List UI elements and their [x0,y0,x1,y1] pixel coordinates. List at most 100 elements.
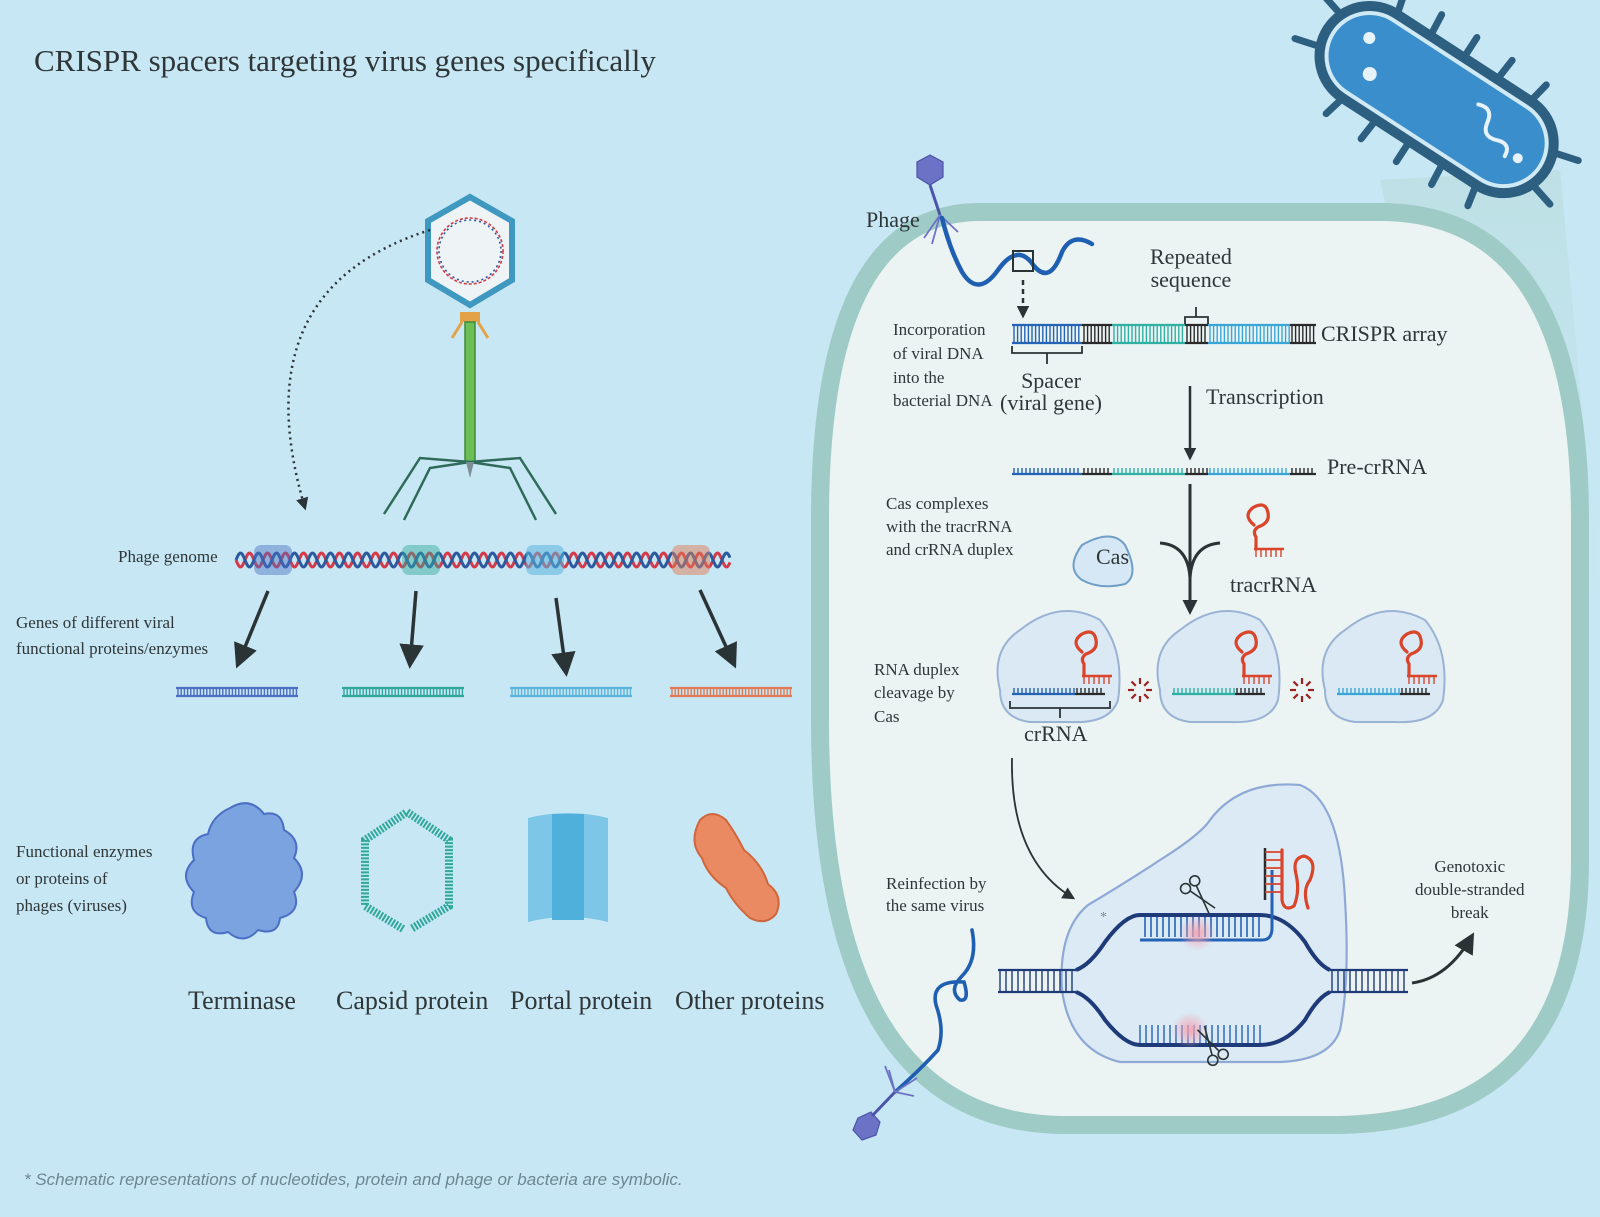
cas-complexes [996,610,1446,724]
capsid-shape [361,807,453,933]
break-label: Genotoxic double-stranded break [1415,856,1525,925]
spark-ray [1292,693,1299,700]
tracr-loop [1074,630,1098,678]
phage-t4-illustration [382,193,558,521]
cas-complex-2 [1321,610,1446,724]
proteins-label-line: phages (viruses) [16,896,127,916]
proteins-label-line: or proteins of [16,869,108,889]
cut-site-glow [1172,1012,1208,1048]
crrna-bracket [1009,701,1111,718]
repeated-sequence-line: Repeated [1150,244,1232,269]
spacer-label-line: (viral gene) [1000,390,1102,415]
cas-complex-label: Cas complexes with the tracrRNA and crRN… [886,493,1013,562]
tracrrna-glyph [1074,630,1112,684]
cas-complex-line: and crRNA duplex [886,539,1014,559]
phage-genome-helix [234,551,732,569]
protein-label-other: Other proteins [675,986,825,1015]
spark-icon [1290,678,1314,702]
transcription-label: Transcription [1206,384,1324,409]
tracr-loop [1399,630,1423,678]
scissors-icon-top [1179,875,1216,914]
phage-icon-reinfection [852,1065,918,1141]
crrna-to-target-arrow [1011,757,1076,900]
break-label-line: Genotoxic [1434,857,1506,876]
break-arrow [1411,932,1475,985]
target-strand-top [1075,913,1331,972]
target-strand-bottom [1075,990,1331,1047]
cleavage-label: RNA duplex cleavage by Cas [874,658,959,728]
incorporation-line: Incorporation [893,320,986,339]
page-title: CRISPR spacers targeting virus genes spe… [34,43,656,78]
cleavage-line: cleavage by [874,683,955,703]
repeat-bracket [1184,307,1209,324]
gene-highlight-other [672,545,710,575]
spark-icon [1128,678,1152,702]
portal-shape [528,813,608,922]
tracrrna-glyph [1246,503,1284,557]
genes-label-line: Genes of different viral [16,613,175,632]
spark-ray [1305,693,1312,700]
tracrrna-glyph [1234,630,1272,684]
phage-label: Phage [866,207,920,232]
incorporation-line: into the [893,367,945,387]
footnote: * Schematic representations of nucleotid… [24,1170,683,1189]
tracrrna-label: tracrRNA [1230,572,1317,597]
protein-label-terminase: Terminase [188,986,296,1015]
tracrrna-glyph [1399,630,1437,684]
proteins-label-line: Functional enzymes [16,842,153,861]
protein-label-portal: Portal protein [510,986,653,1015]
spacer-label: Spacer (viral gene) [1000,370,1102,414]
gene-highlight-portal [526,545,564,575]
terminase-shape [185,802,303,940]
gene-highlight-capsid [402,545,440,575]
cas-complex-line: Cas complexes [886,494,989,513]
break-label-line: double-stranded [1415,879,1525,899]
pre-crrna-label: Pre-crRNA [1327,454,1428,479]
gene-highlight-terminase [254,545,292,575]
cas-protein-shape [1072,535,1134,588]
bacterium-icon [1291,0,1582,210]
crispr-array-ladder [1012,323,1316,345]
spacer-selection-box [1012,250,1034,272]
tracrrna-target [1280,848,1315,910]
cut-site-glow [1179,915,1215,951]
cleavage-spark-icons [1128,678,1314,702]
reinfection-line: Reinfection by [886,874,987,893]
other-protein-shape [693,813,780,923]
spacer-bracket [1011,346,1083,364]
cleavage-line: Cas [874,706,900,726]
crispr-array-label: CRISPR array [1321,321,1448,346]
spark-ray [1305,680,1312,687]
phage-genome-label: Phage genome [118,547,218,566]
gene-arrows [234,589,737,677]
reinfection-line: the same virus [886,896,985,916]
break-label-line: break [1450,902,1489,922]
complex-merge-arrow [1159,484,1221,615]
pre-crrna-strand [1012,468,1316,476]
spark-ray [1130,693,1137,700]
asterisk-mark: * [1100,910,1107,925]
guide-rna-stem [1261,870,1274,942]
cas-complex-line: with the tracrRNA [886,516,1013,536]
spark-ray [1143,693,1150,700]
cas-complex-1 [1156,610,1281,724]
crrna-label: crRNA [1024,721,1088,746]
cas-label: Cas [1096,544,1129,569]
reinfection-label: Reinfection by the same virus [886,873,987,917]
repeated-sequence-label: Repeated sequence [1150,245,1232,291]
incorporation-line: bacterial DNA [893,391,993,411]
cas-complex-0 [996,610,1121,724]
incorporation-label: Incorporation of viral DNA into the bact… [893,318,993,413]
dotted-link-arrow [287,228,431,511]
cleavage-line: RNA duplex [874,660,960,679]
spacer-label-line: Spacer [1021,368,1081,393]
repeated-sequence-line: sequence [1150,267,1232,293]
helix-strand-blue [234,551,732,569]
gene-ladders [176,686,792,698]
tracr-loop [1246,503,1270,551]
incorporation-line: of viral DNA [893,343,984,363]
spark-ray [1130,680,1137,687]
proteins-label: Functional enzymes or proteins of phages… [16,838,152,920]
helix-strand-red [234,551,732,569]
